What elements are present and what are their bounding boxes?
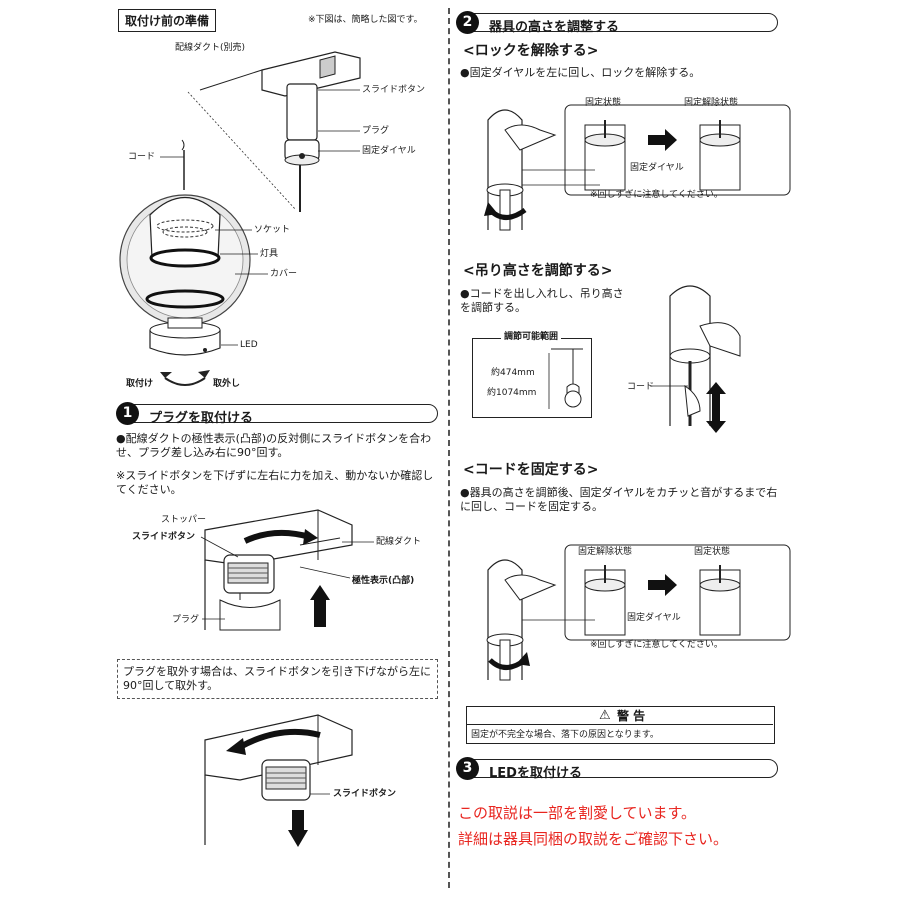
prep-note: ※下図は、簡略した図です。 — [308, 15, 423, 25]
warning-text: 固定が不完全な場合、落下の原因となります。 — [471, 730, 659, 740]
label-plug-1: プラグ — [172, 615, 200, 625]
step3-number: 3 — [456, 757, 479, 780]
label-socket: ソケット — [254, 225, 291, 235]
label-slide-button-1: スライドボタン — [132, 532, 196, 542]
notice-line2: 詳細は器具同梱の取説をご確認下さい。 — [458, 830, 729, 848]
unlock-diagram — [484, 104, 791, 231]
range-lamp-icon — [548, 348, 583, 409]
range-max: 約1074mm — [487, 388, 537, 398]
label-duct: 配線ダクト(別売) — [175, 43, 246, 53]
label-cord: コード — [128, 152, 156, 162]
fix-dial-label: 固定ダイヤル — [627, 613, 681, 623]
height-cord-label: コード — [627, 382, 655, 392]
prep-title: 取付け前の準備 — [118, 9, 217, 32]
label-attach: 取付け — [126, 379, 154, 389]
fix-state-a: 固定解除状態 — [578, 547, 633, 557]
fix-caution: ※回しすぎに注意してください。 — [590, 640, 723, 650]
range-box: 調節可能範囲 約474mm 約1074mm — [472, 333, 592, 418]
unlock-state-a: 固定状態 — [585, 98, 622, 108]
unlock-dial-label: 固定ダイヤル — [630, 163, 684, 173]
label-slide-button: スライドボタン — [362, 85, 426, 95]
label-led: LED — [240, 340, 258, 350]
label-remove: 取外し — [213, 379, 241, 389]
step1-header: 1 プラグを取付ける — [116, 402, 438, 426]
step1-caution: ※スライドボタンを下げずに左右に力を加え、動かないか確認してください。 — [116, 469, 434, 496]
label-plug: プラグ — [362, 126, 390, 136]
notice-line1: この取説は一部を割愛しています。 — [458, 804, 697, 822]
plug-remove-diagram — [204, 714, 353, 847]
fix-heading: <コードを固定する> — [463, 462, 599, 478]
warning-header: ⚠ 警 告 — [467, 707, 773, 725]
step3-header: 3 LEDを取付ける — [456, 757, 778, 781]
unlock-heading: <ロックを解除する> — [463, 43, 599, 59]
step1-instruction: ●配線ダクトの極性表示(凸部)の反対側にスライドボタンを合わせ、プラグ差し込み右… — [116, 432, 432, 459]
fixture-diagram — [119, 51, 361, 386]
step1-title: プラグを取付ける — [149, 411, 254, 426]
range-min: 約474mm — [491, 368, 535, 378]
step1-number: 1 — [116, 402, 139, 425]
range-title: 調節可能範囲 — [501, 333, 562, 342]
height-text: ●コードを出し入れし、吊り高さを調節する。 — [460, 287, 624, 314]
plug-attach-diagram — [200, 509, 374, 631]
height-heading: <吊り高さを調節する> — [463, 263, 613, 279]
height-adjust-diagram — [650, 285, 741, 433]
fix-state-b: 固定状態 — [694, 547, 731, 557]
label-stopper: ストッパー — [161, 515, 207, 525]
step2-number: 2 — [456, 11, 479, 34]
fix-diagram — [486, 544, 791, 681]
warning-title: 警 告 — [617, 709, 646, 723]
label-lampshade: 灯具 — [260, 249, 279, 259]
remove-note-box: プラグを取外す場合は、スライドボタンを引き下げながら左に90°回して取外す。 — [117, 659, 438, 699]
label-polarity: 極性表示(凸部) — [352, 576, 415, 586]
label-duct-1: 配線ダクト — [376, 537, 422, 547]
unlock-text: ●固定ダイヤルを左に回し、ロックを解除する。 — [460, 66, 701, 79]
warning-box: ⚠ 警 告 固定が不完全な場合、落下の原因となります。 — [466, 706, 775, 744]
unlock-caution: ※回しすぎに注意してください。 — [590, 190, 723, 200]
warning-icon: ⚠ — [599, 708, 611, 723]
fix-text: ●器具の高さを調節後、固定ダイヤルをカチッと音がするまで右に回し、コードを固定す… — [460, 486, 778, 513]
label-dial: 固定ダイヤル — [362, 146, 416, 156]
remove-note: プラグを取外す場合は、スライドボタンを引き下げながら左に90°回して取外す。 — [123, 665, 431, 692]
step3-title: LEDを取付ける — [489, 766, 582, 781]
label-cover: カバー — [270, 269, 298, 279]
step2-header: 2 器具の高さを調整する — [456, 11, 778, 35]
step2-title: 器具の高さを調整する — [489, 20, 620, 35]
column-divider — [448, 8, 450, 888]
label-slide-button-2: スライドボタン — [333, 789, 397, 799]
unlock-state-b: 固定解除状態 — [684, 98, 739, 108]
